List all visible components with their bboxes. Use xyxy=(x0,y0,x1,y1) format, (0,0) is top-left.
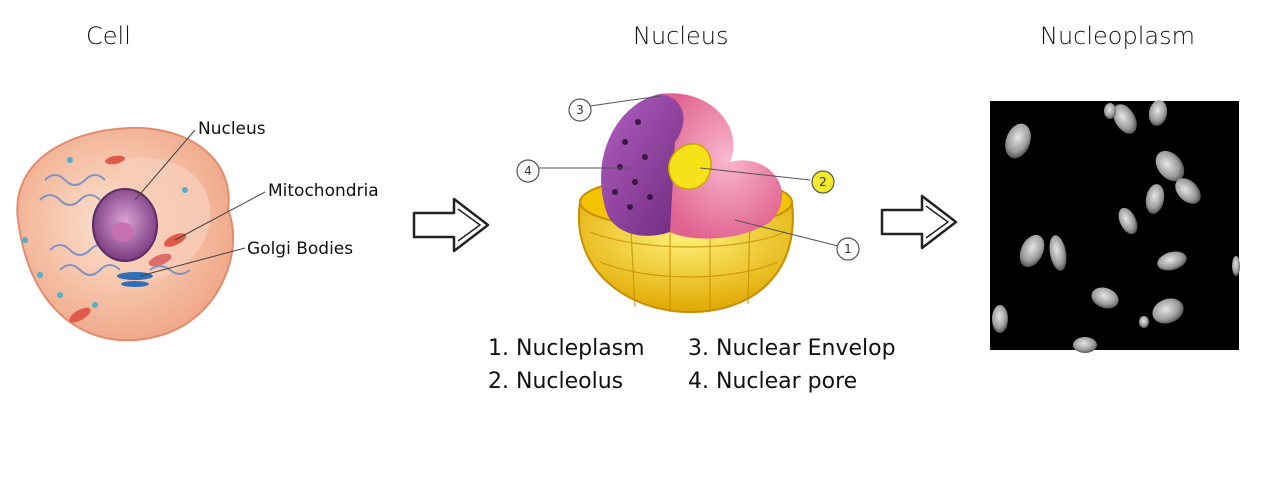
nucleoplasm-micrograph xyxy=(990,100,1240,353)
cell-title: Cell xyxy=(86,22,131,50)
mitochondria-leader-line xyxy=(174,191,266,241)
legend-item-1: 1. Nucleplasm xyxy=(488,336,645,361)
cell-illustration: Nucleus Mitochondria Golgi Bodies xyxy=(16,119,379,342)
golgi-shapes xyxy=(117,272,153,287)
nucleoplasm-title: Nucleoplasm xyxy=(1040,22,1195,50)
callout-1: 1 xyxy=(836,237,860,261)
nucleolus-shape xyxy=(668,143,712,190)
nucleus-legend: 1. Nucleplasm 3. Nuclear Envelop 2. Nucl… xyxy=(488,332,896,398)
label-golgi-bodies: Golgi Bodies xyxy=(247,239,353,259)
legend-item-4: 4. Nuclear pore xyxy=(688,369,858,394)
nucleus-illustration: 3 4 2 1 xyxy=(516,93,860,314)
arrow-right-icon xyxy=(880,194,958,250)
legend-item-2: 2. Nucleolus xyxy=(488,369,624,394)
label-nucleus: Nucleus xyxy=(198,119,266,139)
nuclear-envelope-shape xyxy=(601,93,688,236)
er-structures xyxy=(39,174,191,276)
svg-text:4: 4 xyxy=(524,164,532,178)
vesicles xyxy=(22,157,188,308)
cell-nucleolus xyxy=(111,222,133,242)
nucleus-title: Nucleus xyxy=(633,22,729,50)
stained-nuclei xyxy=(992,100,1240,353)
svg-text:1: 1 xyxy=(844,242,852,256)
golgi-leader-line xyxy=(139,247,246,277)
nucleus-leader-line xyxy=(134,129,196,201)
legend-item-3: 3. Nuclear Envelop xyxy=(688,336,896,361)
svg-text:3: 3 xyxy=(576,103,584,117)
callout-4: 4 xyxy=(516,159,540,183)
callout-3: 3 xyxy=(568,98,592,122)
nucleoplasm-shape xyxy=(660,93,783,239)
label-mitochondria: Mitochondria xyxy=(268,181,379,201)
callout-2: 2 xyxy=(811,170,835,194)
arrow-right-icon xyxy=(412,197,490,253)
svg-text:2: 2 xyxy=(819,175,827,189)
